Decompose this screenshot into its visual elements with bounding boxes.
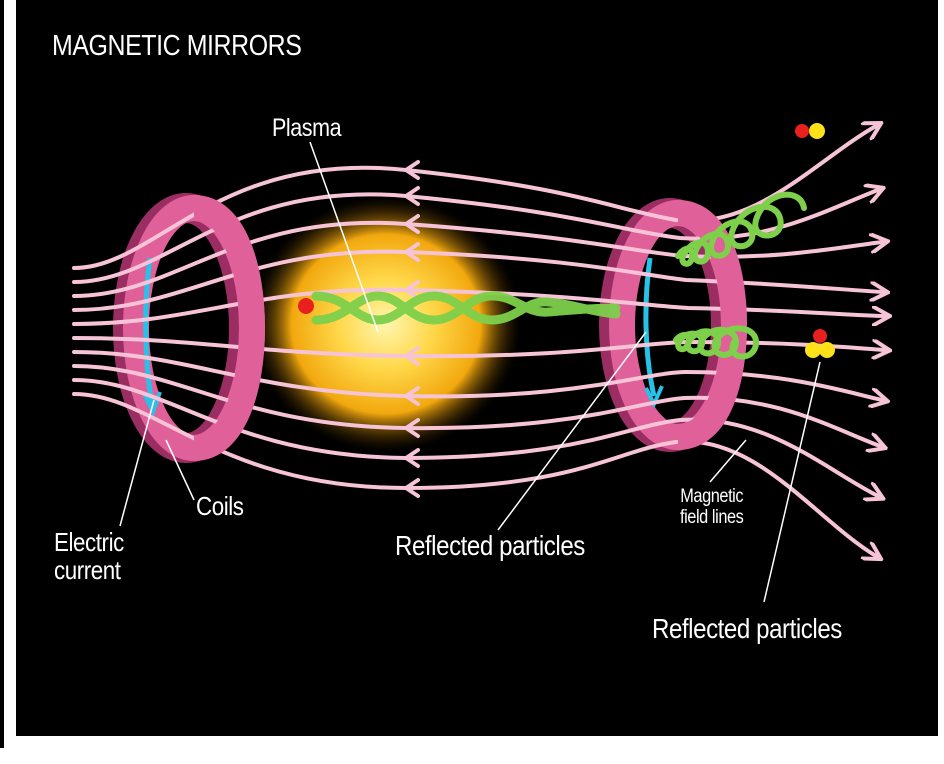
magnetic-field-lines-label-line1: Magnetic bbox=[680, 486, 743, 507]
diagram-title: MAGNETIC MIRRORS bbox=[52, 32, 301, 61]
magnetic-field-lines-label: Magnetic field lines bbox=[680, 486, 743, 528]
left-border-rule bbox=[0, 0, 4, 748]
particle-red-dot-icon bbox=[795, 124, 809, 138]
plasma-cloud bbox=[251, 196, 521, 452]
reflected-particles-label-right: Reflected particles bbox=[652, 615, 842, 643]
particle-yellow-dot-icon bbox=[809, 123, 825, 139]
electric-current-label-line2: current bbox=[54, 556, 124, 584]
plasma-label: Plasma bbox=[272, 116, 341, 141]
reflected-particles-label-center: Reflected particles bbox=[395, 532, 585, 560]
electric-current-label-line1: Electric bbox=[54, 528, 124, 556]
magnetic-field-lines-label-line2: field lines bbox=[680, 507, 743, 528]
electric-current-label: Electric current bbox=[54, 528, 124, 584]
particle-red-dot-icon bbox=[298, 298, 314, 314]
particle-yellow-dot-icon bbox=[805, 342, 821, 358]
left-coil-front bbox=[194, 208, 252, 448]
particle-red-dot-icon bbox=[813, 329, 827, 343]
coils-label: Coils bbox=[196, 493, 244, 519]
particle-yellow-dot-icon bbox=[819, 342, 835, 358]
diagram-panel: MAGNETIC MIRRORS Plasma Coils Electric c… bbox=[16, 0, 938, 736]
